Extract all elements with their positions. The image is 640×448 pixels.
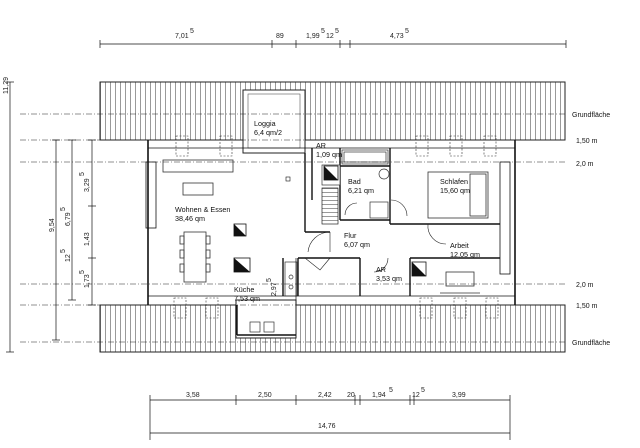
roof-bottom [99,304,566,353]
bottom-dim-4: 20 [347,392,355,399]
room-ar-bottom-area: 3,53 qm [376,274,402,283]
room-kueche-name: Küche [234,285,254,294]
label-grundflaeche-bottom: Grundfläche [572,340,610,347]
left-dim-1-sup: 5 [79,172,86,176]
bottom-dim-5-sup: 5 [389,387,393,394]
room-ar-top-area: 1,09 qm [316,150,342,159]
dining-table [179,231,211,283]
top-dim-4-sup: 5 [335,28,339,35]
left-dimension-chains [6,81,297,353]
roof-top [99,81,566,141]
interior-walls [236,148,500,336]
door-swings [304,199,447,273]
left-dimension-labels: 3,29 5 6,79 5 9,54 1,43 12 5 1,73 5 11,2… [3,77,278,296]
room-kueche-area: 7,53 qm [234,294,260,303]
chimney-symbols [233,165,427,277]
bottom-dim-3: 2,42 [318,392,332,399]
desk [440,271,480,294]
bottom-dim-6: 12 [412,392,420,399]
room-vertical-dim-sup: 5 [266,278,273,282]
staircase [321,187,339,225]
top-dim-1: 7,01 [175,33,189,40]
bottom-dim-1: 3,58 [186,392,200,399]
left-dim-2-sup: 5 [60,207,67,211]
room-loggia-area: 6,4 qm/2 [254,128,282,137]
left-dim-total: 11,29 [3,77,10,94]
room-arbeit-area: 12,05 qm [450,250,480,259]
top-dim-1-sup: 5 [190,28,194,35]
top-dim-3: 1,99 [306,33,320,40]
room-vertical-dim: 2,97 [271,282,278,296]
bottom-dim-6-sup: 5 [421,387,425,394]
left-dim-6-sup: 5 [79,270,86,274]
right-level-labels: Grundfläche 1,50 m 2,0 m 2,0 m 1,50 m Gr… [572,112,610,347]
left-dim-6: 1,73 [84,274,91,288]
sofa [162,159,234,196]
room-bad-name: Bad [348,177,361,186]
left-dim-5: 12 [65,254,72,262]
top-dim-3-sup: 5 [321,28,325,35]
reference-lines [20,113,566,343]
bottom-dim-2: 2,50 [258,392,272,399]
label-20-top: 2,0 m [576,161,594,168]
bottom-dimension-labels: 3,58 2,50 2,42 20 1,94 5 12 5 3,99 14,76 [186,387,466,430]
label-150-top: 1,50 m [576,138,598,145]
bottom-dim-5: 1,94 [372,392,386,399]
top-dimension-labels: 7,01 5 89 1,99 5 12 5 4,73 5 [175,28,409,40]
room-arbeit-name: Arbeit [450,241,469,250]
left-dim-4: 1,43 [84,232,91,246]
top-dim-5: 4,73 [390,33,404,40]
label-grundflaeche-top: Grundfläche [572,112,610,119]
label-20-bottom: 2,0 m [576,282,594,289]
room-wohnen-name: Wohnen & Essen [175,205,230,214]
roof-windows [173,135,499,319]
room-schlafen-name: Schlafen [440,177,468,186]
room-flur-area: 6,07 qm [344,240,370,249]
room-loggia-name: Loggia [254,119,276,128]
bottom-dim-7: 3,99 [452,392,466,399]
room-schlafen-area: 15,60 qm [440,186,470,195]
top-dim-4: 12 [326,33,334,40]
label-150-bottom: 1,50 m [576,303,598,310]
kitchen-counter [249,261,298,333]
top-dim-5-sup: 5 [405,28,409,35]
room-wohnen-area: 38,46 qm [175,214,205,223]
top-dimension-chain [99,40,567,48]
room-ar-top-name: AR [316,141,326,150]
left-dim-2: 6,79 [65,212,72,226]
left-dim-3: 9,54 [49,218,56,232]
bottom-dim-total: 14,76 [318,423,336,430]
bed [427,171,489,219]
room-bad-area: 6,21 qm [348,186,374,195]
room-labels: Loggia 6,4 qm/2 AR 1,09 qm Bad 6,21 qm S… [175,119,480,303]
bottom-dimension-chain [149,395,511,440]
left-dim-5-sup: 5 [60,249,67,253]
top-dim-2: 89 [276,33,284,40]
left-dim-1: 3,29 [84,178,91,192]
loggia-opening [242,89,306,154]
outer-walls [145,140,516,305]
room-ar-bottom-name: AR [376,265,386,274]
room-flur-name: Flur [344,231,357,240]
